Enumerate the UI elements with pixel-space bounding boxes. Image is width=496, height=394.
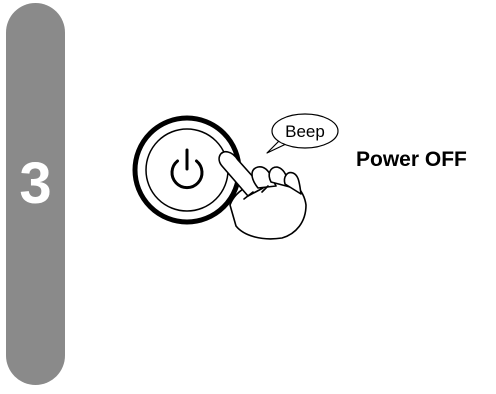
speech-bubble: Beep xyxy=(267,114,338,153)
speech-bubble-text: Beep xyxy=(285,122,325,141)
step-number: 3 xyxy=(6,155,65,213)
step-indicator-bar: 3 xyxy=(6,3,65,385)
power-button-illustration: Beep xyxy=(115,100,355,250)
power-off-label: Power OFF xyxy=(356,148,467,172)
